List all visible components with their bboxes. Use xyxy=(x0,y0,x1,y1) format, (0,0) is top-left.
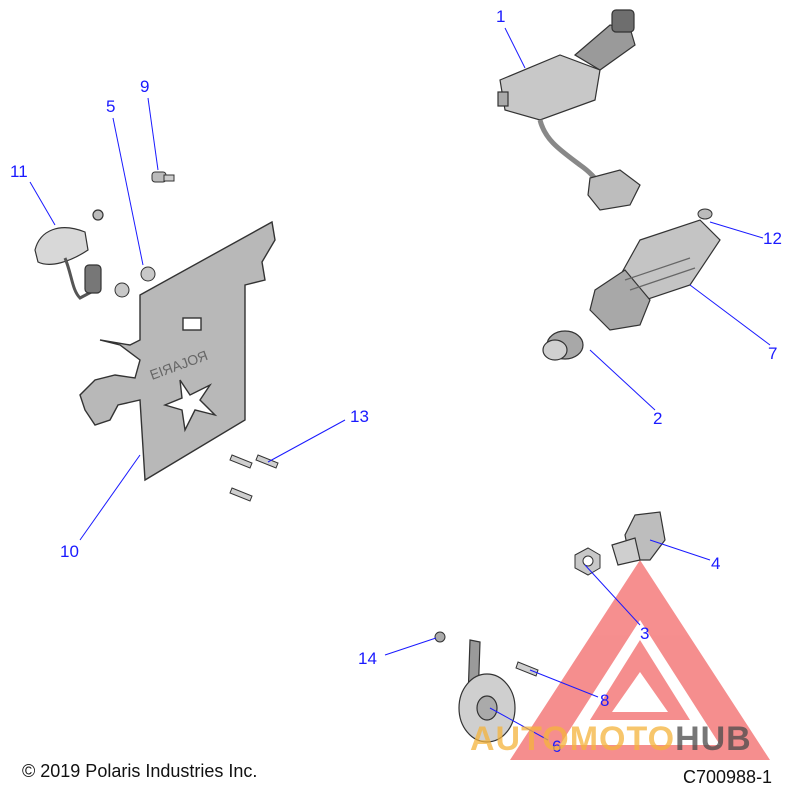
callout-10: 10 xyxy=(60,542,79,561)
part-3-nut xyxy=(574,547,601,576)
part-10-plate: ЕІЯАЈОЯ xyxy=(79,220,276,482)
part-14-screw xyxy=(434,631,446,643)
callout-3: 3 xyxy=(640,624,650,643)
callout-11: 11 xyxy=(10,162,28,181)
callout-2: 2 xyxy=(653,409,663,428)
watermark-text: AUTOMOTOHUB xyxy=(470,720,752,759)
part-4-connector xyxy=(611,511,666,566)
part-9-bolt xyxy=(151,171,175,183)
callout-9: 9 xyxy=(140,77,150,96)
callout-5: 5 xyxy=(106,97,116,116)
callout-14: 14 xyxy=(358,649,377,668)
part-6-horn xyxy=(458,639,516,743)
drawing-number: C700988-1 xyxy=(683,767,773,787)
part-5-nut xyxy=(114,266,156,298)
callout-8: 8 xyxy=(600,691,610,710)
part-12-screw xyxy=(697,208,713,220)
callout-4: 4 xyxy=(711,554,721,573)
callout-6: 6 xyxy=(552,737,562,756)
part-2-cap xyxy=(542,330,584,361)
watermark-brand-b: HUB xyxy=(675,720,752,758)
callout-7: 7 xyxy=(768,344,778,363)
leader-lines xyxy=(29,27,771,741)
callout-12: 12 xyxy=(763,229,782,248)
copyright-text: © 2019 Polaris Industries Inc. xyxy=(22,761,258,781)
part-1-switch xyxy=(497,9,641,211)
part-7-module xyxy=(589,219,721,331)
watermark-brand-a: AUTOMOTO xyxy=(470,720,676,758)
watermark-logo xyxy=(510,560,770,760)
callout-1: 1 xyxy=(496,7,506,26)
callout-13: 13 xyxy=(350,407,369,426)
part-8-bolt xyxy=(515,661,539,677)
part-11-light xyxy=(34,209,104,300)
part-13-bolts xyxy=(229,454,279,502)
